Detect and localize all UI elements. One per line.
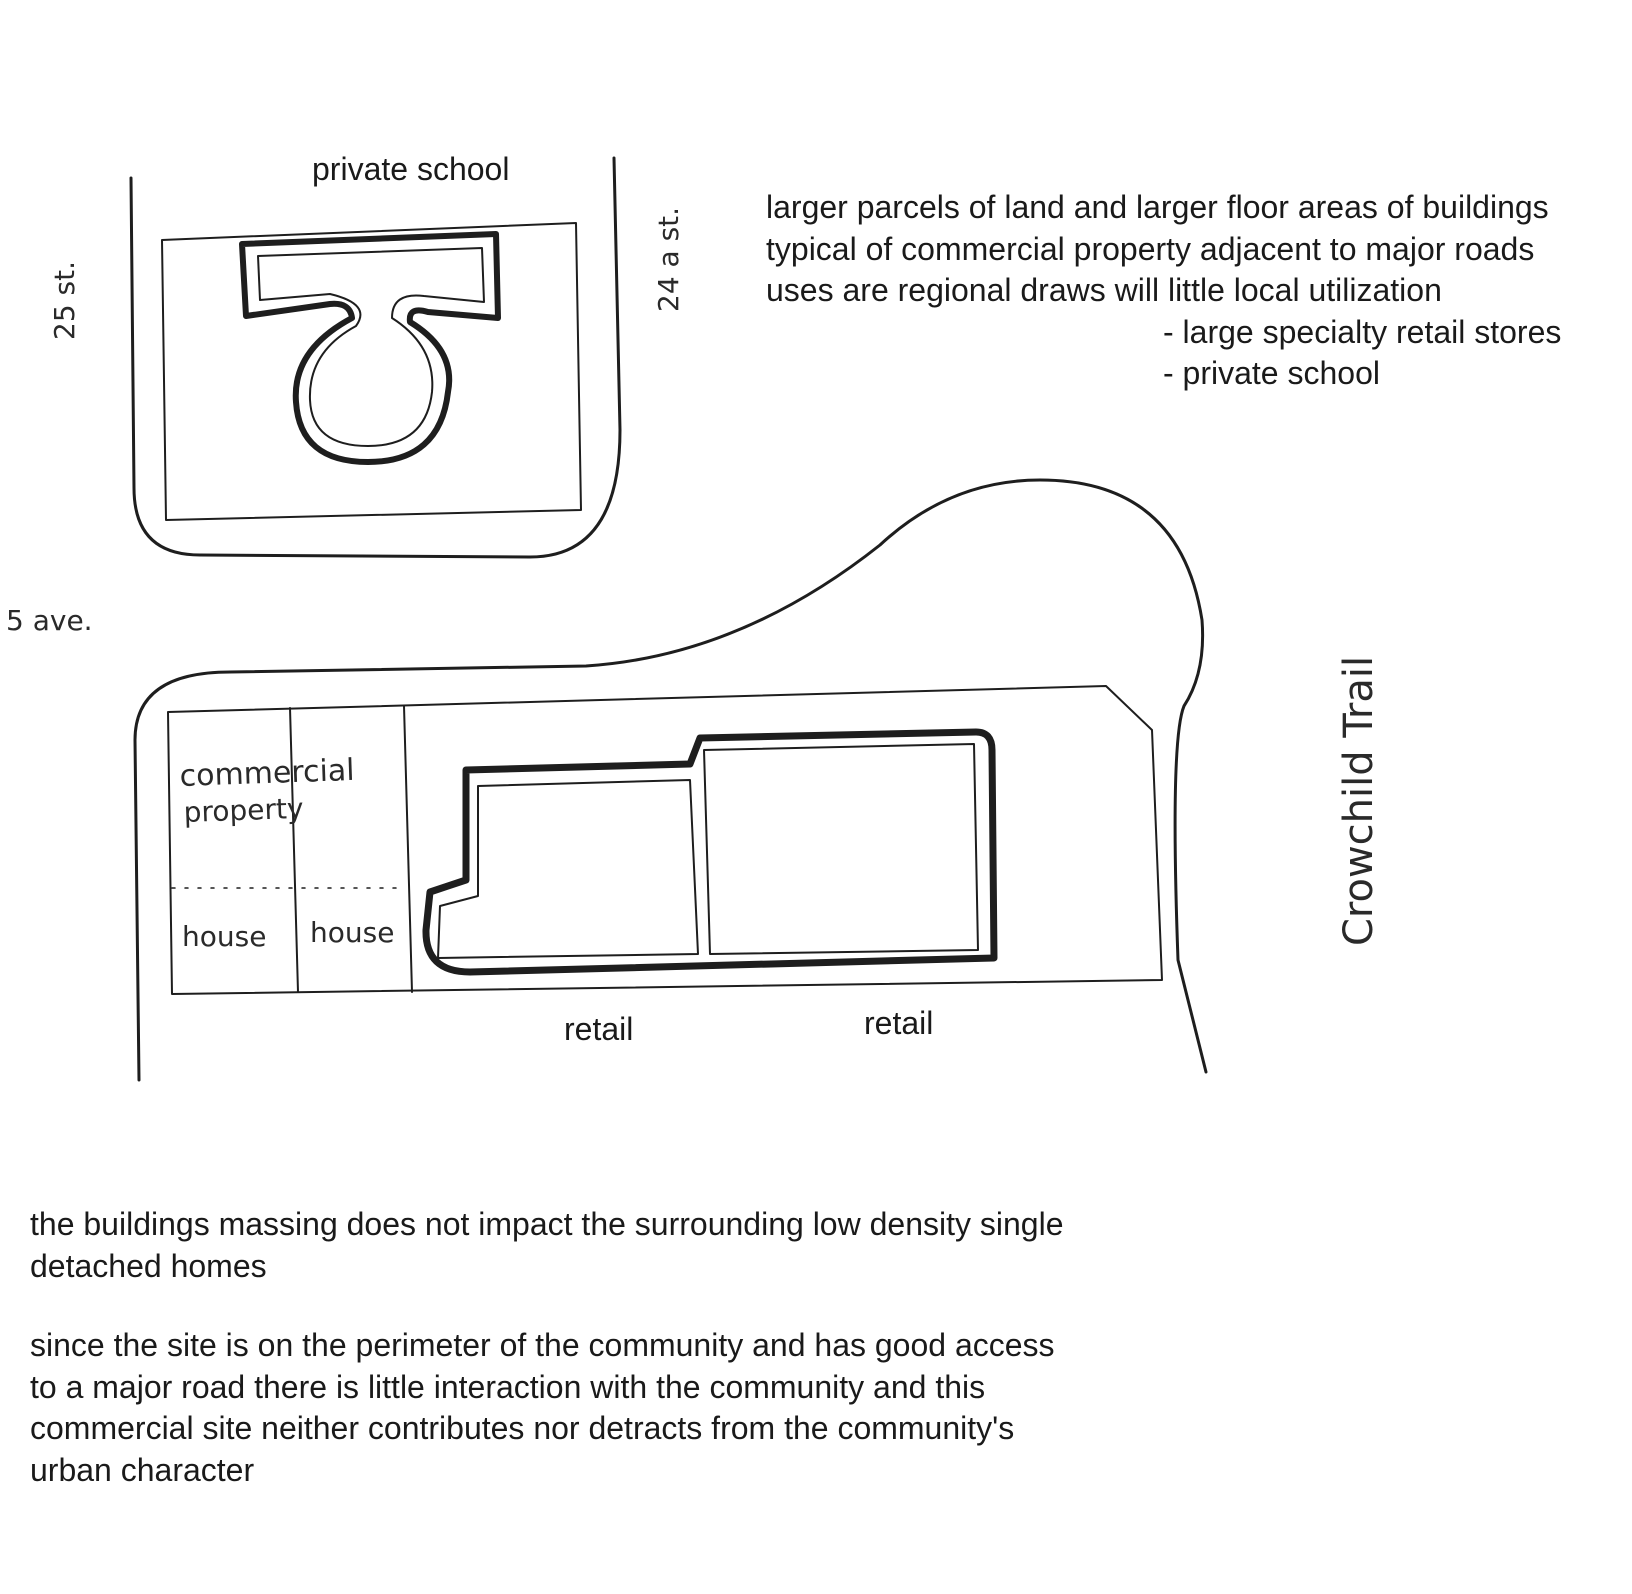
commercial-label-line1: commercial: [179, 753, 355, 794]
house-label-left: house: [182, 920, 266, 953]
street-25-label: 25 st.: [48, 261, 81, 340]
school-block-road-edge: [129, 156, 622, 559]
lot-divider-1: [289, 707, 299, 993]
commercial-label-line2: property: [183, 792, 304, 829]
note-bottom-para1-line2: detached homes: [30, 1247, 267, 1284]
note-bottom-para2-line1: since the site is on the perimeter of th…: [30, 1327, 1055, 1364]
commercial-block: commercial property house house retail r…: [133, 478, 1208, 1082]
note-top-line2: typical of commercial property adjacent …: [766, 230, 1535, 267]
note-bottom-para2-line2: to a major road there is little interact…: [30, 1368, 986, 1405]
school-block: private school 25 st. 24 a st.: [48, 151, 685, 559]
school-building-outer: [239, 231, 501, 465]
note-bottom-para1: the buildings massing does not impact th…: [30, 1204, 1063, 1287]
retail-building-outline: [422, 728, 998, 976]
crowchild-trail-label: Crowchild Trail: [1336, 656, 1382, 946]
note-top-line1: larger parcels of land and larger floor …: [766, 189, 1549, 225]
note-top-bullet2: - private school: [1163, 355, 1380, 392]
street-24a-label: 24 a st.: [652, 207, 685, 312]
avenue-5-label: 5 ave.: [6, 604, 93, 637]
note-bottom-para2: since the site is on the perimeter of th…: [30, 1325, 1063, 1491]
retail-label-left: retail: [564, 1011, 633, 1047]
lower-block-road-edge: [133, 478, 1208, 1082]
retail-unit-left: [437, 779, 699, 959]
house-label-right: house: [310, 916, 394, 949]
lot-divider-2: [403, 705, 413, 993]
school-lot-boundary: [161, 222, 582, 521]
lower-lot-boundary: [167, 685, 1163, 995]
private-school-label: private school: [312, 151, 509, 187]
note-top-line3: uses are regional draws will little loca…: [766, 272, 1442, 309]
note-top-bullet1: - large specialty retail stores: [1163, 313, 1562, 350]
notes-top: larger parcels of land and larger floor …: [766, 187, 1561, 395]
school-building-inner: [257, 247, 485, 447]
notes-bottom: the buildings massing does not impact th…: [30, 1204, 1063, 1530]
note-bottom-para1-line1: the buildings massing does not impact th…: [30, 1206, 1064, 1242]
note-bottom-para2-line4: urban character: [30, 1451, 255, 1488]
note-bottom-para2-line3: commercial site neither contributes nor …: [30, 1410, 1015, 1447]
retail-unit-right: [703, 743, 979, 955]
retail-label-right: retail: [864, 1005, 933, 1041]
